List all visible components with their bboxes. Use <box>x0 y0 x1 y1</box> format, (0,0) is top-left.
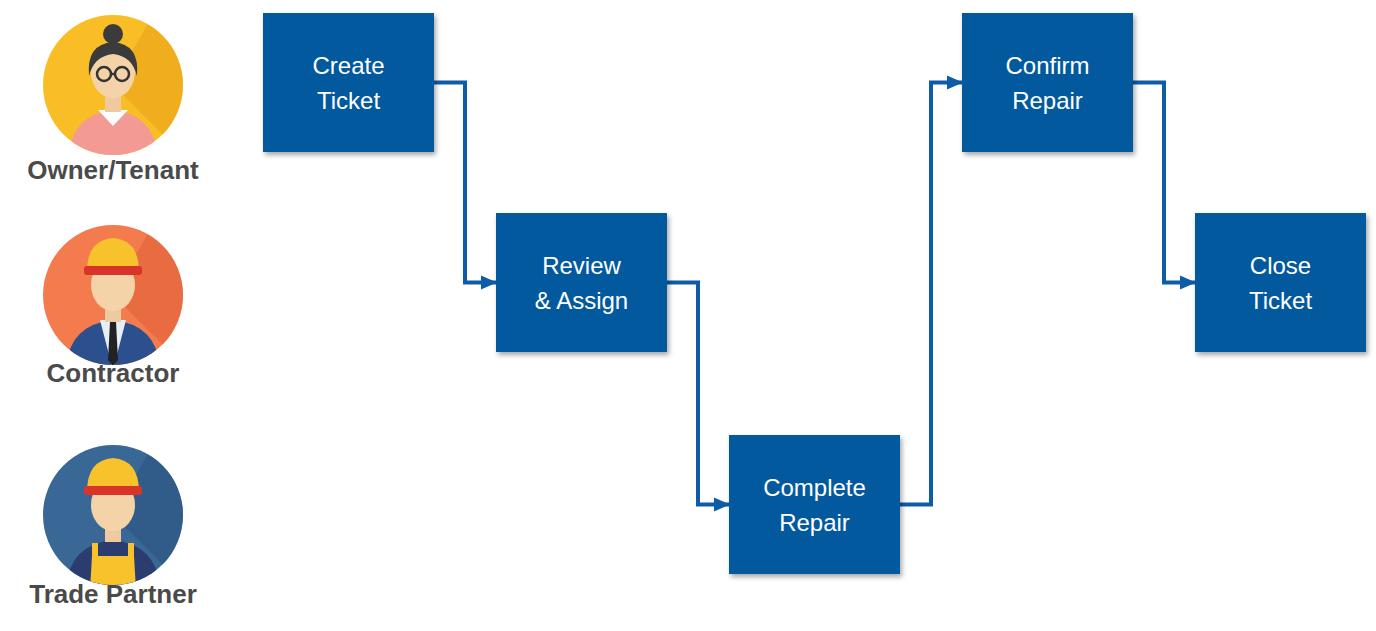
actor-label: Owner/Tenant <box>27 155 198 186</box>
avatar-helmet-band <box>84 486 142 495</box>
avatar-strap <box>92 543 98 559</box>
owner-avatar <box>43 0 200 172</box>
avatar-body <box>68 110 158 160</box>
avatar-helmet-band <box>84 266 142 275</box>
process-box: Close Ticket <box>1195 213 1366 352</box>
avatar-figure <box>68 0 200 172</box>
avatar-collar <box>98 110 128 126</box>
trade-partner-avatar <box>43 430 200 602</box>
box-label: Complete Repair <box>755 470 875 540</box>
flow-arrow <box>1133 83 1195 283</box>
avatar-hair-bun <box>103 24 123 44</box>
flow-arrow <box>434 83 496 283</box>
box-label: Create Ticket <box>289 48 409 118</box>
box-label: Close Ticket <box>1221 248 1341 318</box>
process-box: Confirm Repair <box>962 13 1133 152</box>
avatar-glasses <box>97 67 111 81</box>
box-label: Confirm Repair <box>988 48 1108 118</box>
box-label: Review & Assign <box>532 248 632 318</box>
actor-label: Contractor <box>47 358 180 389</box>
flow-arrow <box>667 283 729 505</box>
avatar-glasses <box>111 73 115 76</box>
actor-label: Trade Partner <box>29 579 197 610</box>
avatar-glasses <box>115 67 129 81</box>
avatar-hair <box>89 42 138 76</box>
flow-arrow <box>900 83 962 505</box>
process-box: Create Ticket <box>263 13 434 152</box>
avatar-strap <box>128 543 134 559</box>
process-box: Review & Assign <box>496 213 667 352</box>
contractor-avatar <box>43 210 200 382</box>
avatar-figure <box>66 210 200 382</box>
process-box: Complete Repair <box>729 435 900 574</box>
avatar-figure <box>66 430 200 602</box>
